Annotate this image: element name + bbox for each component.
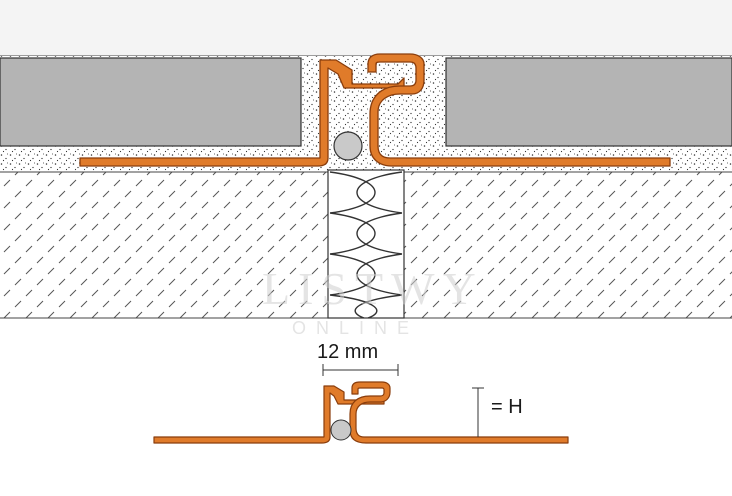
tile-left bbox=[0, 57, 302, 147]
profile-bottom-left bbox=[153, 385, 385, 444]
insulation-zigzag bbox=[329, 171, 403, 319]
watermark-main-text: LISTWY bbox=[262, 263, 484, 314]
backer-rod-bottom bbox=[330, 419, 352, 441]
joint-width-label: 12 mm bbox=[317, 341, 379, 363]
height-dimension bbox=[472, 387, 484, 437]
height-label: = H bbox=[491, 396, 523, 418]
profile-bottom-right bbox=[349, 381, 569, 444]
tile-right bbox=[445, 57, 732, 147]
watermark-sub-text: ONLINE bbox=[292, 318, 420, 338]
profile-top-left bbox=[79, 59, 405, 167]
upper-band bbox=[0, 0, 732, 56]
screed-right bbox=[404, 172, 732, 318]
backer-rod-top bbox=[333, 131, 363, 161]
screed-left bbox=[0, 172, 328, 318]
profile-top-right bbox=[367, 53, 671, 167]
joint-width-dimension bbox=[322, 364, 399, 376]
